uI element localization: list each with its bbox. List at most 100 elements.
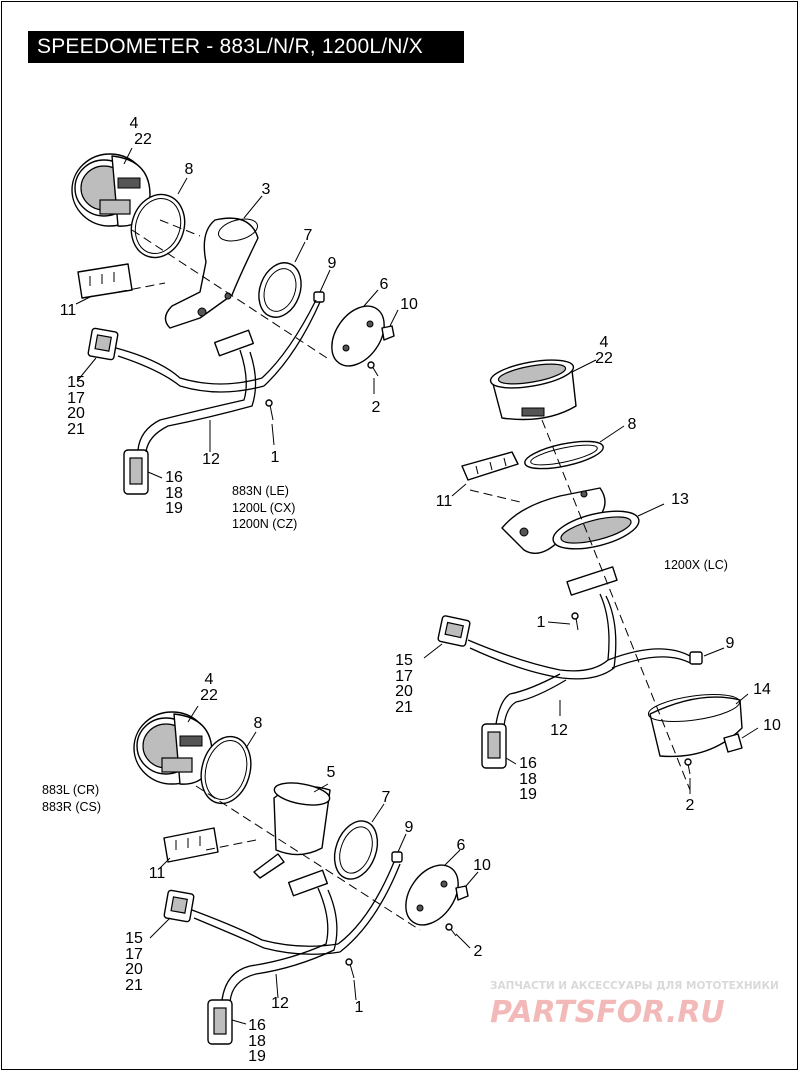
bulb-socket: [689, 651, 703, 665]
callout-2: 2: [474, 943, 483, 960]
main-connector: [207, 999, 233, 1045]
gasket-ring: [200, 735, 252, 805]
callout-11: 11: [60, 302, 77, 319]
callout-22: 22: [134, 131, 152, 148]
callout-4: 4: [130, 115, 139, 132]
callout-3: 3: [262, 181, 271, 198]
callout-6: 6: [457, 837, 466, 854]
watermark-subtitle: ЗАПЧАСТИ И АКСЕССУАРЫ ДЛЯ МОТОТЕХНИКИ: [490, 980, 779, 992]
alignment-line: [469, 489, 521, 503]
callout-17: 17: [395, 668, 413, 685]
leader-lines: [75, 147, 399, 479]
callout-18: 18: [248, 1033, 266, 1050]
variant-label: 883R (CS): [42, 800, 101, 814]
acorn-nut: [381, 325, 395, 341]
wiring-harness: [191, 861, 401, 1003]
acorn-nut: [455, 885, 469, 901]
gasket-ring: [130, 193, 186, 259]
callout-11: 11: [149, 865, 166, 882]
callout-4: 4: [205, 671, 214, 688]
callout-16: 16: [519, 755, 537, 772]
alignment-line: [195, 785, 421, 931]
alignment-line: [131, 229, 331, 361]
speedometer-bracket: [164, 217, 259, 329]
bulb-socket: [313, 291, 325, 303]
socket-block: [566, 566, 618, 596]
callout-5: 5: [327, 764, 336, 781]
callout-21: 21: [395, 699, 413, 716]
screw: [367, 361, 379, 377]
connector-housing: [163, 889, 195, 923]
wiring-harness: [115, 299, 321, 453]
variant-label: 1200N (CZ): [232, 517, 297, 531]
view-top-left: 4 22 8 3 7 9 6 10 11 15 17 20 21 2 1 12 …: [60, 115, 418, 531]
alignment-line: [159, 219, 201, 237]
callout-16: 16: [248, 1017, 266, 1034]
callout-20: 20: [67, 405, 85, 422]
callout-8: 8: [185, 161, 194, 178]
callout-21: 21: [125, 977, 143, 994]
trim-ring: [333, 820, 379, 880]
callout-1: 1: [355, 999, 364, 1016]
connector-housing: [437, 615, 471, 647]
wiring-harness: [467, 593, 693, 727]
screw: [571, 612, 579, 631]
callout-22: 22: [200, 687, 218, 704]
back-cover: [647, 694, 743, 758]
callout-12: 12: [550, 722, 568, 739]
callout-9: 9: [405, 819, 414, 836]
callout-8: 8: [628, 416, 637, 433]
backing-plate: [405, 864, 459, 926]
alignment-line: [205, 839, 257, 851]
watermark-logo: PARTSFOR.RU: [490, 995, 725, 1030]
leader-lines: [149, 705, 479, 1025]
callout-1: 1: [271, 449, 280, 466]
acorn-nut: [723, 733, 743, 753]
callout-6: 6: [380, 276, 389, 293]
connector-clip: [77, 263, 133, 299]
connector-housing: [87, 327, 119, 361]
variant-label: 1200X (LC): [664, 558, 728, 572]
callout-7: 7: [304, 227, 313, 244]
watermark: ЗАПЧАСТИ И АКСЕССУАРЫ ДЛЯ МОТОТЕХНИКИ PA…: [490, 980, 779, 1030]
variant-label: 1200L (CX): [232, 501, 295, 515]
callout-2: 2: [686, 797, 695, 814]
callout-8: 8: [254, 715, 263, 732]
bulb-socket: [391, 851, 403, 863]
alignment-line: [117, 282, 166, 293]
callout-4: 4: [600, 334, 609, 351]
speedometer-gauge: [133, 711, 213, 785]
speedometer-gauge: [489, 359, 577, 421]
callout-2: 2: [372, 399, 381, 416]
callout-18: 18: [165, 485, 183, 502]
backing-plate: [331, 305, 385, 367]
connector-clip: [163, 827, 219, 863]
callout-15: 15: [67, 374, 85, 391]
callout-16: 16: [165, 469, 183, 486]
connector-clip: [461, 451, 519, 481]
callout-12: 12: [202, 451, 220, 468]
callout-15: 15: [395, 652, 413, 669]
callout-19: 19: [519, 786, 537, 803]
screw: [684, 758, 692, 775]
callout-18: 18: [519, 771, 537, 788]
main-connector: [481, 723, 507, 769]
callout-17: 17: [67, 390, 85, 407]
callout-14: 14: [753, 681, 771, 698]
view-bottom-left: 4 22 8 5 7 9 6 10 883L (CR) 883R (CS) 11…: [42, 671, 491, 1065]
leader-lines: [423, 359, 759, 794]
callout-19: 19: [165, 500, 183, 517]
callout-10: 10: [473, 857, 491, 874]
callout-20: 20: [395, 683, 413, 700]
callout-7: 7: [382, 789, 391, 806]
callout-9: 9: [328, 255, 337, 272]
alignment-line: [541, 419, 691, 791]
page-title: SPEEDOMETER - 883L/N/R, 1200L/N/X: [28, 31, 464, 63]
gasket-ring: [524, 440, 604, 470]
main-connector: [123, 449, 149, 495]
speedometer-cup: [253, 782, 331, 879]
callout-20: 20: [125, 961, 143, 978]
callout-9: 9: [726, 635, 735, 652]
